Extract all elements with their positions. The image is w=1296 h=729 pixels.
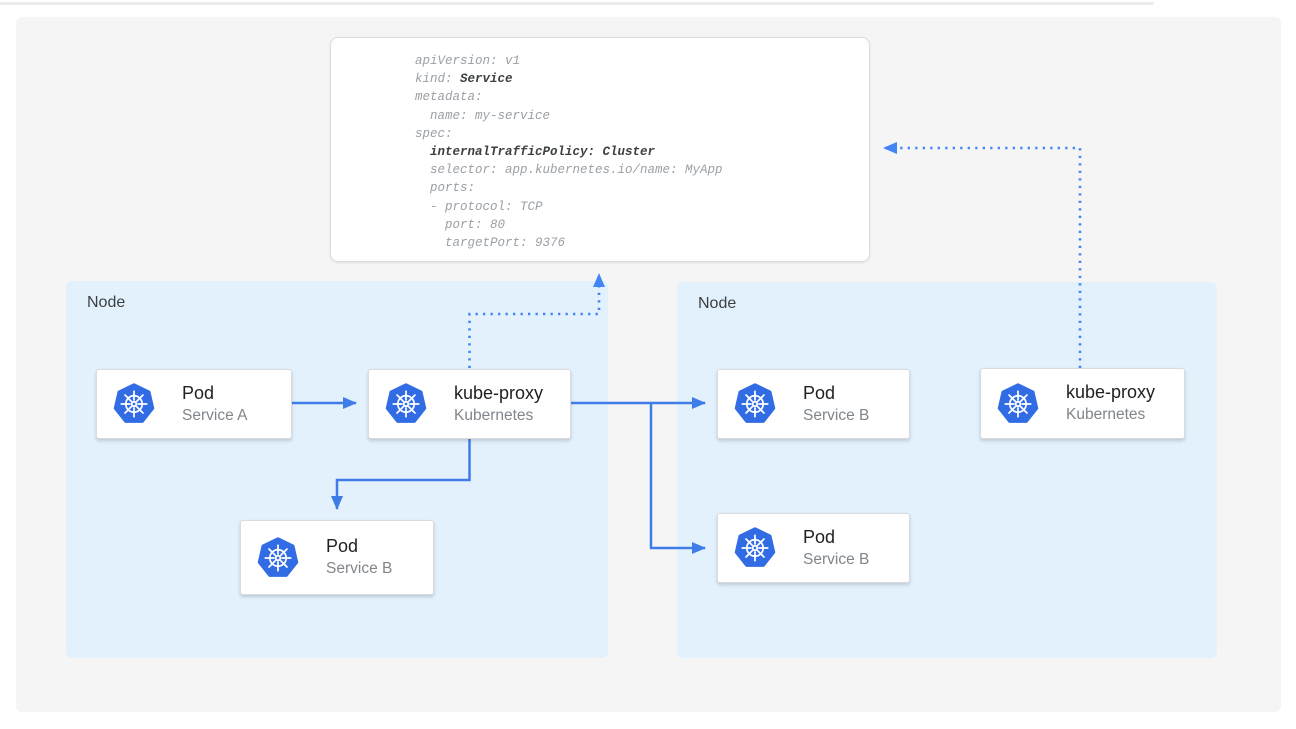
card-subtitle: Service A — [182, 406, 248, 424]
card-title: kube-proxy — [1066, 382, 1156, 403]
node-box-right: Node — [677, 282, 1217, 658]
yaml-line: apiVersion: v1 — [415, 54, 521, 68]
yaml-line: metadata: — [415, 90, 483, 105]
node-label: Node — [87, 294, 126, 311]
card-title: kube-proxy — [454, 382, 544, 403]
pod-card-service-b-left: Pod Service B — [240, 520, 434, 595]
yaml-line: internalTrafficPolicy: Cluster — [415, 145, 656, 160]
card-subtitle: Service B — [326, 560, 393, 577]
node-box-left: Node — [66, 281, 608, 658]
card-subtitle: Service B — [803, 550, 870, 568]
pod-card-service-b-right-top: Pod Service B — [717, 369, 910, 439]
card-subtitle: Service B — [803, 406, 870, 424]
card-subtitle: Kubernetes — [1066, 406, 1146, 423]
node-label: Node — [698, 295, 737, 312]
kube-proxy-card-left: kube-proxy Kubernetes — [368, 369, 571, 439]
pod-card-service-b-right-bottom: Pod Service B — [717, 513, 910, 583]
kubernetes-icon — [734, 383, 776, 425]
yaml-line: port: 80 — [415, 217, 506, 232]
yaml-line: name: my-service — [415, 108, 551, 123]
card-title: Pod — [803, 382, 836, 403]
yaml-line: ports: — [415, 181, 476, 196]
card-subtitle: Kubernetes — [454, 406, 534, 424]
kubernetes-icon — [385, 383, 427, 425]
kubernetes-icon — [734, 527, 776, 569]
top-divider — [0, 2, 1154, 5]
kubernetes-icon — [997, 383, 1039, 425]
card-title: Pod — [803, 526, 836, 547]
yaml-code: apiVersion: v1 kind: Service metadata: n… — [415, 52, 723, 252]
kube-proxy-card-right: kube-proxy Kubernetes — [980, 368, 1185, 439]
card-title: Pod — [326, 536, 359, 557]
yaml-line: - protocol: TCP — [415, 199, 543, 214]
yaml-line: spec: — [415, 126, 453, 141]
yaml-line: selector: app.kubernetes.io/name: MyApp — [415, 163, 723, 178]
kubernetes-icon — [257, 537, 299, 579]
card-title: Pod — [182, 382, 215, 403]
yaml-line: targetPort: 9376 — [415, 236, 566, 251]
pod-card-service-a: Pod Service A — [96, 369, 292, 439]
yaml-line: kind: Service — [415, 72, 513, 87]
service-yaml-card: apiVersion: v1 kind: Service metadata: n… — [330, 37, 870, 262]
kubernetes-icon — [113, 383, 155, 425]
